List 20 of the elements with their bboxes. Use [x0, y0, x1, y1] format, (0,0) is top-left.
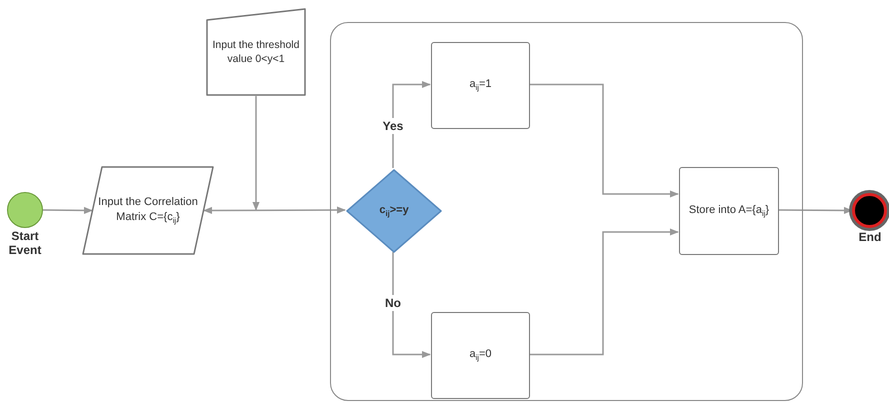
- node-text: a$_{ij}$=0: [468, 347, 493, 364]
- node-text: Store into A={a$_{ij}$}: [688, 202, 770, 220]
- group-container: [330, 22, 803, 401]
- process-box: [431, 312, 530, 399]
- arrow: [392, 252, 431, 358]
- arrow: [529, 84, 679, 198]
- edge-label: Yes: [380, 118, 406, 134]
- node-text: c$_{ij}$>=y: [378, 202, 410, 220]
- arrow: [252, 96, 260, 211]
- process-box: [431, 42, 530, 129]
- node-text: a$_{ij}$=1: [468, 77, 493, 94]
- arrow: [529, 228, 679, 356]
- node-text: Input the threshold value 0<y<1: [212, 38, 300, 66]
- process-box: [679, 167, 779, 255]
- arrow: [43, 206, 93, 214]
- arrow: [203, 206, 346, 214]
- event-label: End: [858, 230, 882, 244]
- edge-label: No: [383, 295, 403, 312]
- node-text: Input the Correlation Matrix C={c$_{ij}$}: [97, 194, 199, 226]
- event-label: Start Event: [8, 229, 42, 258]
